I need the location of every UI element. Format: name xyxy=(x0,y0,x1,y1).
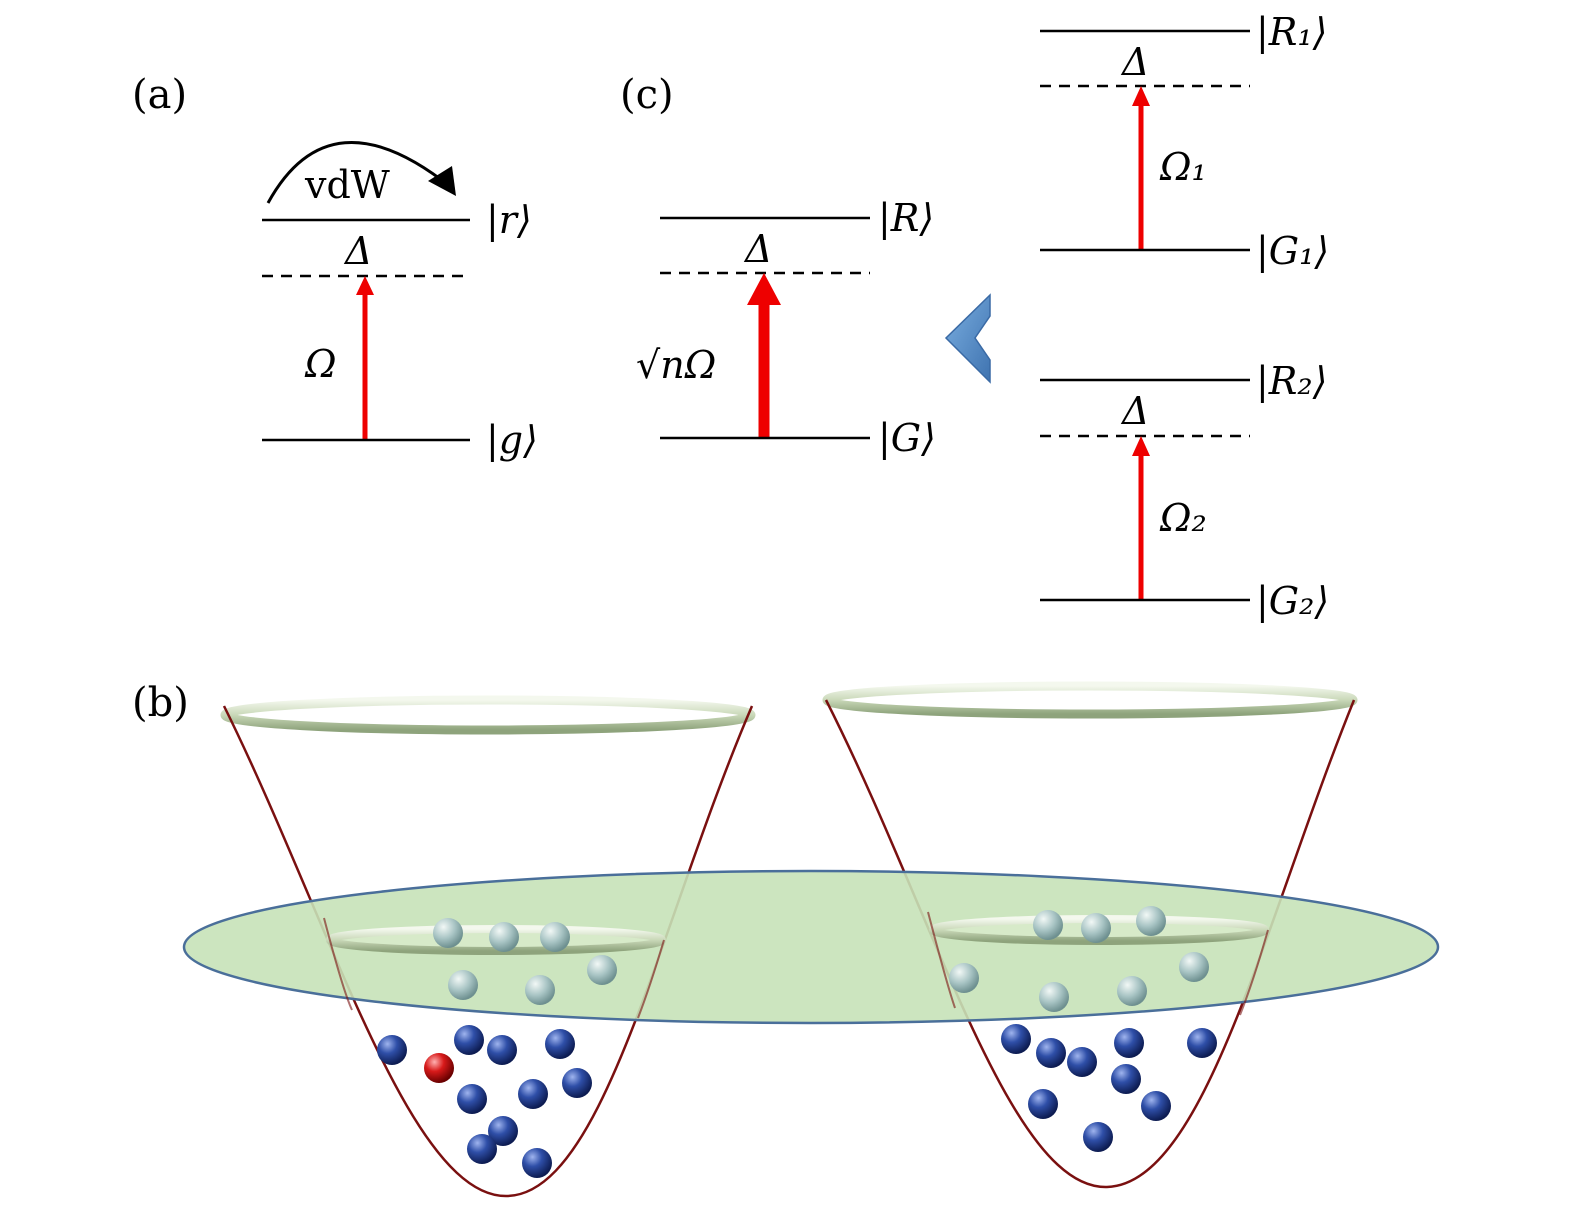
atom xyxy=(1028,1089,1058,1119)
detuning-a-label: Δ xyxy=(343,229,372,273)
atom xyxy=(454,1025,484,1055)
panel-a: (a) vdW |r⟩ Δ Ω |g⟩ xyxy=(132,72,538,462)
atom xyxy=(457,1084,487,1114)
trap-2-edge-right xyxy=(1239,929,1269,1016)
atom xyxy=(1067,1047,1097,1077)
collective-rabi-label: √nΩ xyxy=(636,343,716,387)
atom xyxy=(1039,982,1069,1012)
trap-2-atoms xyxy=(1001,1024,1217,1152)
rydberg-atom xyxy=(424,1053,454,1083)
atom xyxy=(487,1035,517,1065)
state-r-label: |r⟩ xyxy=(486,198,532,242)
vdw-arc-arrow xyxy=(266,141,453,204)
detuning-1-label: Δ xyxy=(1120,40,1149,84)
trap-2-plane-atoms xyxy=(949,906,1209,1012)
atom xyxy=(540,922,570,952)
collective-arrowhead-icon xyxy=(747,273,781,305)
state-R1-label: |R₁⟩ xyxy=(1256,10,1327,54)
atom xyxy=(525,975,555,1005)
vdw-arrowhead-icon xyxy=(428,166,456,196)
trap-1-edge-left xyxy=(323,917,353,1011)
laser-arrowhead-1-icon xyxy=(1132,86,1150,106)
atom xyxy=(949,963,979,993)
chevron-left-icon xyxy=(944,293,991,384)
panel-b: (b) xyxy=(132,680,1440,1198)
atom xyxy=(545,1029,575,1059)
state-G1-label: |G₁⟩ xyxy=(1256,229,1329,273)
panel-c: (c) |R⟩ Δ √nΩ |G⟩ |R₁⟩ Δ Ω₁ |G₁⟩ |R₂⟩ Δ … xyxy=(620,10,1329,623)
atom xyxy=(518,1079,548,1109)
panel-b-label: (b) xyxy=(132,680,189,726)
state-R2-label: |R₂⟩ xyxy=(1256,359,1327,403)
atom xyxy=(467,1134,497,1164)
atom xyxy=(1033,910,1063,940)
atom xyxy=(448,970,478,1000)
rabi-a-label: Ω xyxy=(304,342,337,386)
atom xyxy=(488,1116,518,1146)
laser-arrowhead-2-icon xyxy=(1132,436,1150,456)
trap-1-top-ring xyxy=(220,695,756,735)
vdw-label: vdW xyxy=(304,163,390,207)
atom xyxy=(1114,1028,1144,1058)
atom xyxy=(433,918,463,948)
laser-arrowhead-a-icon xyxy=(356,276,374,295)
atom xyxy=(1141,1091,1171,1121)
atom xyxy=(1136,906,1166,936)
trap-1-atoms xyxy=(377,1025,592,1178)
atom xyxy=(1036,1038,1066,1068)
atom xyxy=(522,1148,552,1178)
trap-1-edge-right xyxy=(637,939,665,1019)
trap-1-plane-atoms xyxy=(433,918,617,1005)
atom xyxy=(1179,952,1209,982)
state-g-label: |g⟩ xyxy=(486,418,538,462)
detuning-2-label: Δ xyxy=(1120,389,1149,433)
panel-a-label: (a) xyxy=(132,72,187,118)
atom xyxy=(1001,1024,1031,1054)
atom xyxy=(1117,976,1147,1006)
atom xyxy=(562,1068,592,1098)
state-G-label: |G⟩ xyxy=(878,416,936,460)
rabi-1-label: Ω₁ xyxy=(1159,145,1207,189)
atom xyxy=(377,1035,407,1065)
atom xyxy=(1187,1028,1217,1058)
atom xyxy=(489,922,519,952)
atom xyxy=(1111,1064,1141,1094)
panel-c-label: (c) xyxy=(620,72,674,118)
atom xyxy=(1081,913,1111,943)
rabi-2-label: Ω₂ xyxy=(1159,496,1207,540)
state-R-label: |R⟩ xyxy=(878,196,934,240)
atom xyxy=(1083,1122,1113,1152)
trap-2-edge-left xyxy=(927,911,956,1009)
trap-2-top-ring xyxy=(822,681,1358,719)
state-G2-label: |G₂⟩ xyxy=(1256,579,1329,623)
atom xyxy=(587,955,617,985)
detuning-c-label: Δ xyxy=(743,227,772,271)
